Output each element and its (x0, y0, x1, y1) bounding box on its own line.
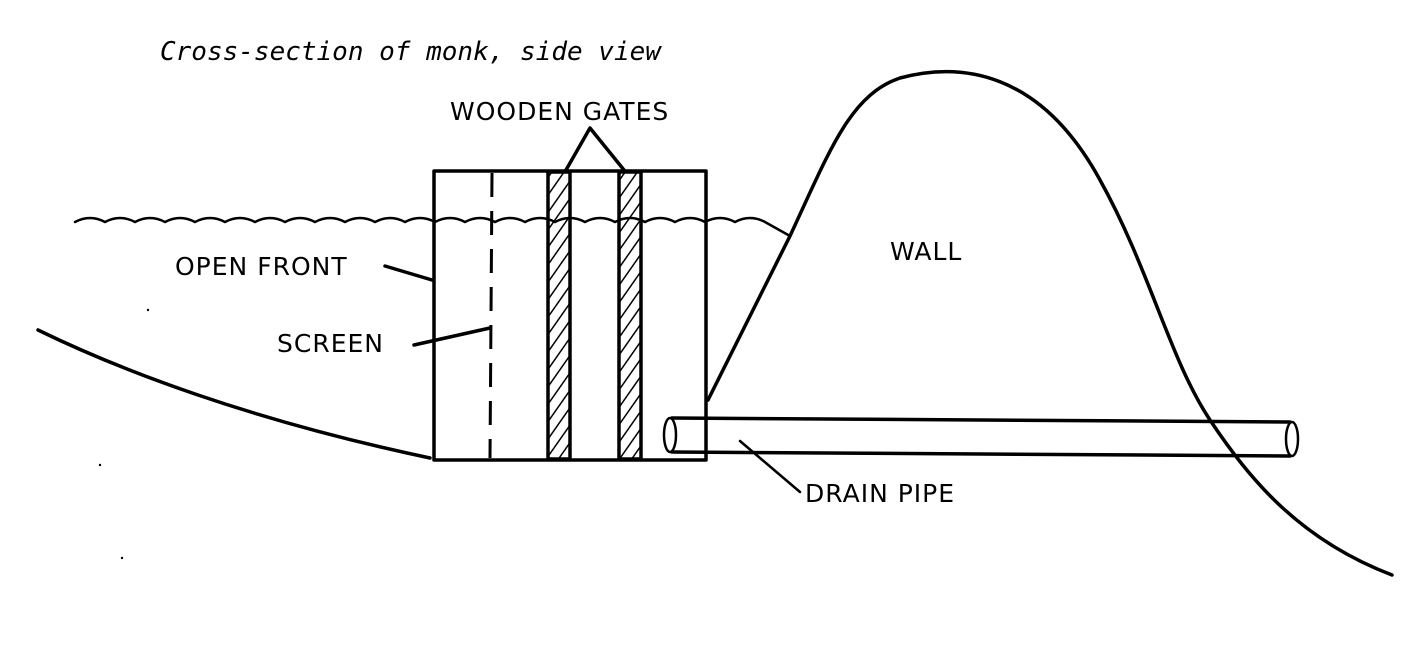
open-front-pointer (383, 264, 434, 282)
wall-label: WALL (890, 237, 962, 266)
speck (120, 556, 124, 560)
wooden-gate-2 (617, 170, 643, 461)
ground-line (36, 328, 432, 460)
wooden-gate-1 (546, 170, 572, 461)
wooden-gates-pointer (564, 126, 626, 172)
wall-outline (706, 69, 1394, 577)
drain-pipe-bottom (670, 450, 1292, 458)
wooden-gates-label: WOODEN GATES (450, 97, 669, 126)
drain-pipe-pointer (738, 439, 802, 494)
screen-line (488, 172, 494, 459)
speck (98, 463, 102, 467)
speck (146, 308, 150, 312)
screen-pointer (412, 326, 492, 347)
diagram-title: Cross-section of monk, side view (160, 37, 662, 67)
screen-label: SCREEN (277, 329, 384, 358)
open-front-label: OPEN FRONT (175, 252, 348, 281)
water-surface (73, 216, 792, 238)
drain-pipe-top (670, 416, 1292, 424)
drain-pipe-inlet (662, 416, 678, 454)
drain-pipe-outlet (1284, 420, 1300, 458)
drain-pipe-label: DRAIN PIPE (805, 479, 955, 508)
